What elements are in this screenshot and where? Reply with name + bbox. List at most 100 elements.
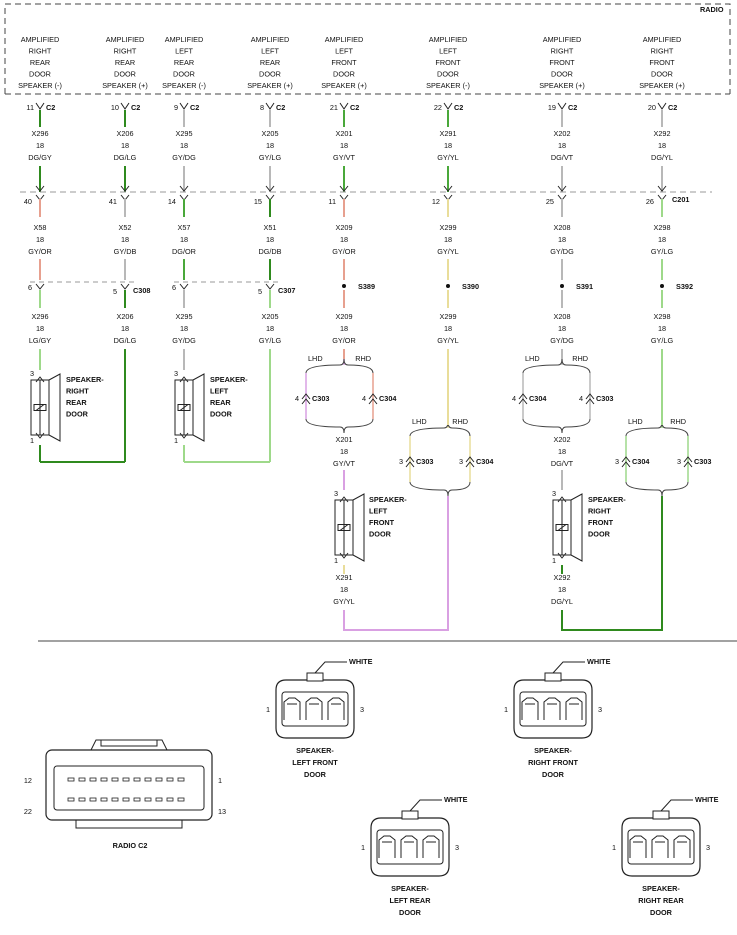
wire-color: DG/VT — [551, 153, 574, 162]
circuit-description: LEFT — [261, 47, 279, 56]
wire-gauge: 18 — [180, 324, 188, 333]
connector-chevron — [465, 456, 475, 463]
wire-code: X291 — [335, 573, 352, 582]
wire-gauge: 18 — [266, 324, 274, 333]
wire-code: X58 — [34, 223, 47, 232]
connector-chevron — [368, 393, 378, 400]
connector-color-tag: WHITE — [587, 657, 611, 666]
wire-code: X205 — [261, 129, 278, 138]
connector-color-tag: WHITE — [695, 795, 719, 804]
pin-number: 12 — [432, 197, 440, 206]
circuit-description: SPEAKER (+) — [539, 81, 585, 90]
circuit-description: DOOR — [333, 70, 355, 79]
radio-c2-cavity — [67, 777, 75, 782]
connector-caption: RIGHT REAR — [638, 896, 684, 905]
connector-chevron — [339, 552, 349, 559]
speaker-label: SPEAKER- — [369, 495, 407, 504]
connector-chevron — [179, 283, 189, 290]
connector-latch — [306, 672, 324, 682]
connector-caption: LEFT REAR — [390, 896, 432, 905]
pin-number: 1 — [361, 843, 365, 852]
wire-color: GY/YL — [437, 153, 459, 162]
pin-number: 3 — [174, 369, 178, 378]
wire-code: X208 — [553, 223, 570, 232]
circuit-description: AMPLIFIED — [21, 35, 60, 44]
wire-gauge: 18 — [444, 235, 452, 244]
circuit-description: SPEAKER (-) — [18, 81, 62, 90]
wire-gauge: 18 — [340, 447, 348, 456]
pin-number: 8 — [260, 103, 264, 112]
circuit-description: AMPLIFIED — [543, 35, 582, 44]
lhd-label: LHD — [412, 417, 427, 426]
connector-cavity — [543, 697, 561, 720]
radio-c2-cavity — [166, 777, 174, 782]
wire-code: X296 — [31, 129, 48, 138]
connector-chevron — [35, 283, 45, 290]
connector-cavity — [378, 835, 396, 858]
connector-caption: DOOR — [304, 770, 327, 779]
connector-id: C304 — [529, 394, 547, 403]
connector-face — [519, 691, 587, 727]
pin-number: 11 — [328, 197, 336, 206]
circuit-description: DOOR — [114, 70, 136, 79]
connector-cavity — [565, 697, 583, 720]
wire-color: GY/VT — [333, 153, 355, 162]
wire-code: X51 — [264, 223, 277, 232]
connector-cavity — [400, 835, 418, 858]
radio-c2-latch — [90, 739, 168, 751]
connector-chevron — [683, 461, 693, 468]
wire-gauge: 18 — [121, 235, 129, 244]
wire-gauge: 18 — [340, 324, 348, 333]
wire-code: X205 — [261, 312, 278, 321]
circuit-description: SPEAKER (+) — [639, 81, 685, 90]
connector-id: C303 — [416, 457, 433, 466]
connector-caption: SPEAKER- — [534, 746, 572, 755]
wire-gauge: 18 — [121, 324, 129, 333]
wire-color: GY/LG — [259, 336, 282, 345]
connector-chevron — [120, 283, 130, 290]
wire-code: X209 — [335, 312, 352, 321]
pin-number: 15 — [254, 197, 262, 206]
wire-gauge: 18 — [121, 141, 129, 150]
wire-gauge: 18 — [558, 324, 566, 333]
connector-face — [627, 829, 695, 865]
pin-number: 1 — [552, 556, 556, 565]
wire-gauge: 18 — [658, 141, 666, 150]
connector-caption: RIGHT FRONT — [528, 758, 578, 767]
connector-cavity — [283, 697, 301, 720]
radio-c2-cavity — [166, 797, 174, 802]
wire-color: GY/DB — [114, 247, 137, 256]
wire-gauge: 18 — [36, 235, 44, 244]
circuit-description: SPEAKER (+) — [321, 81, 367, 90]
wire-color: DG/YL — [551, 597, 573, 606]
wire-code: X57 — [178, 223, 191, 232]
wire-code: X295 — [175, 312, 192, 321]
connector-latch — [544, 672, 562, 682]
wire-gauge: 18 — [558, 585, 566, 594]
connector-chevron — [518, 398, 528, 405]
wire-code: X206 — [116, 312, 133, 321]
connector-chevron — [557, 102, 567, 110]
pin-number: 4 — [362, 394, 366, 403]
circuit-description: FRONT — [331, 58, 357, 67]
connector-chevron — [35, 185, 45, 192]
connector-cavity — [327, 697, 345, 720]
radio-c2-cavity — [155, 777, 163, 782]
wire-gauge: 18 — [180, 235, 188, 244]
lhd-rhd-bracket — [305, 418, 374, 434]
wire-code: X202 — [553, 129, 570, 138]
connector-chevron — [179, 376, 189, 383]
splice-id: S391 — [576, 282, 593, 291]
wire-color: GY/OR — [332, 336, 356, 345]
speaker-label: SPEAKER- — [210, 375, 248, 384]
pin-number: 1 — [218, 776, 222, 785]
speaker-label: REAR — [66, 398, 87, 407]
rhd-label: RHD — [670, 417, 686, 426]
pin-number: 5 — [113, 287, 117, 296]
radio-c2-face — [53, 765, 205, 811]
connector-id: C303 — [694, 457, 711, 466]
connector-chevron — [120, 102, 130, 110]
radio-c2-cavity — [177, 797, 185, 802]
pin-number: 11 — [26, 103, 34, 112]
